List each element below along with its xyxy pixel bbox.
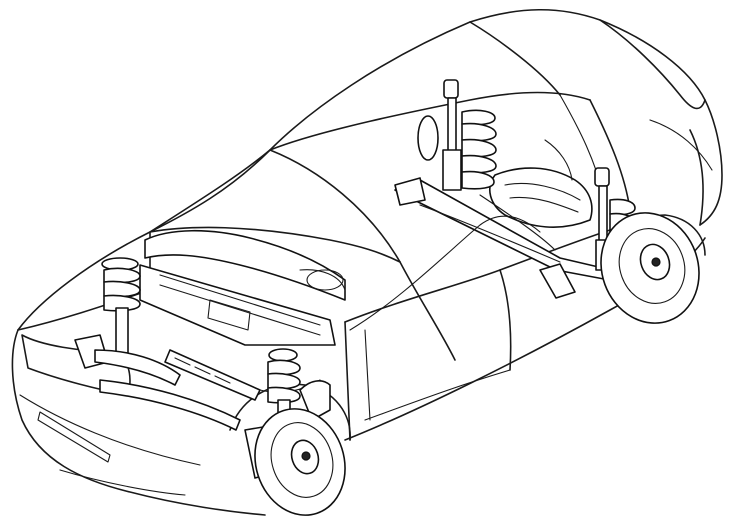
engine-bay: [139, 229, 346, 346]
steering-rack: [99, 349, 321, 431]
front-left-strut: [74, 257, 181, 386]
rear-wheel: [600, 212, 700, 324]
front-wheel: [254, 408, 346, 516]
fuel-tank: [489, 139, 593, 228]
rear-left-coil-spring: [417, 79, 497, 191]
car-body: [11, 8, 723, 516]
